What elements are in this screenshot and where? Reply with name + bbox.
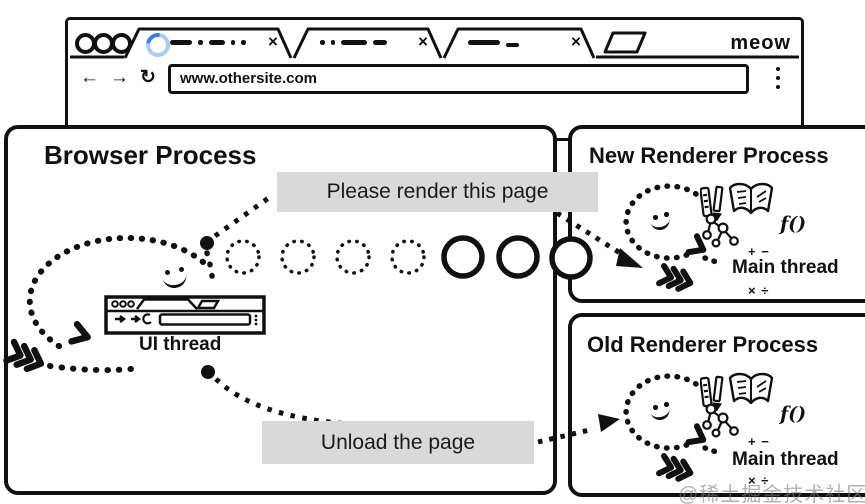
new-renderer-process-box: New Renderer Process xyxy=(568,125,865,303)
dom-tree-icon xyxy=(702,403,739,438)
mini-browser-illustration xyxy=(104,295,266,335)
tab-close-icon[interactable]: × xyxy=(571,32,581,51)
watermark: @稀土掘金技术社区 xyxy=(678,484,865,504)
ruler-pencil-icon xyxy=(700,375,724,411)
new-tab-button[interactable] xyxy=(603,31,647,54)
spec-book-icon xyxy=(728,372,774,405)
window-control-icon[interactable] xyxy=(111,33,132,54)
main-thread-label: Main thread xyxy=(732,449,839,470)
reload-icon[interactable]: ↻ xyxy=(140,67,156,88)
tab-close-icon[interactable]: × xyxy=(418,32,428,51)
render-message-label: Please render this page xyxy=(277,172,598,212)
ruler-pencil-icon xyxy=(700,185,724,221)
browser-process-title: Browser Process xyxy=(44,140,257,170)
browser-window: × × × meow ← → ↻ www.othersite.com xyxy=(65,17,804,141)
tab-strip xyxy=(70,27,799,59)
old-renderer-title: Old Renderer Process xyxy=(587,332,819,357)
tab-2[interactable] xyxy=(292,27,443,59)
dom-tree-icon xyxy=(702,213,739,248)
url-input[interactable]: www.othersite.com xyxy=(168,64,749,94)
tab-1[interactable] xyxy=(123,27,293,59)
tab-title-scribble xyxy=(320,40,387,45)
ui-thread-smiley-icon xyxy=(159,264,195,294)
tab-close-icon[interactable]: × xyxy=(268,32,278,51)
tab-title-scribble xyxy=(170,40,246,45)
tab-3[interactable] xyxy=(442,27,596,59)
back-icon[interactable]: ← xyxy=(80,67,99,88)
menu-kebab-icon[interactable] xyxy=(776,67,780,89)
math-operators-icon: + − × ÷ xyxy=(748,434,770,488)
renderer-work-icons: + − × ÷ f() xyxy=(700,181,830,297)
renderer-smiley-icon xyxy=(648,399,678,425)
math-operators-icon: + − × ÷ xyxy=(748,244,770,298)
old-renderer-process-box: Old Renderer Process xyxy=(568,313,865,497)
tab-title-scribble xyxy=(468,40,519,48)
new-renderer-title: New Renderer Process xyxy=(589,143,829,168)
js-function-icon: f() xyxy=(780,403,807,425)
js-function-icon: f() xyxy=(780,213,807,235)
unload-message-label: Unload the page xyxy=(262,421,534,464)
renderer-smiley-icon xyxy=(648,209,678,235)
main-thread-label: Main thread xyxy=(732,257,839,278)
renderer-work-icons: + − × ÷ f() xyxy=(700,371,830,487)
spec-book-icon xyxy=(728,182,774,215)
forward-icon[interactable]: → xyxy=(110,67,129,88)
brand-logo: meow xyxy=(730,32,791,54)
ui-thread-label: UI thread xyxy=(139,334,222,355)
